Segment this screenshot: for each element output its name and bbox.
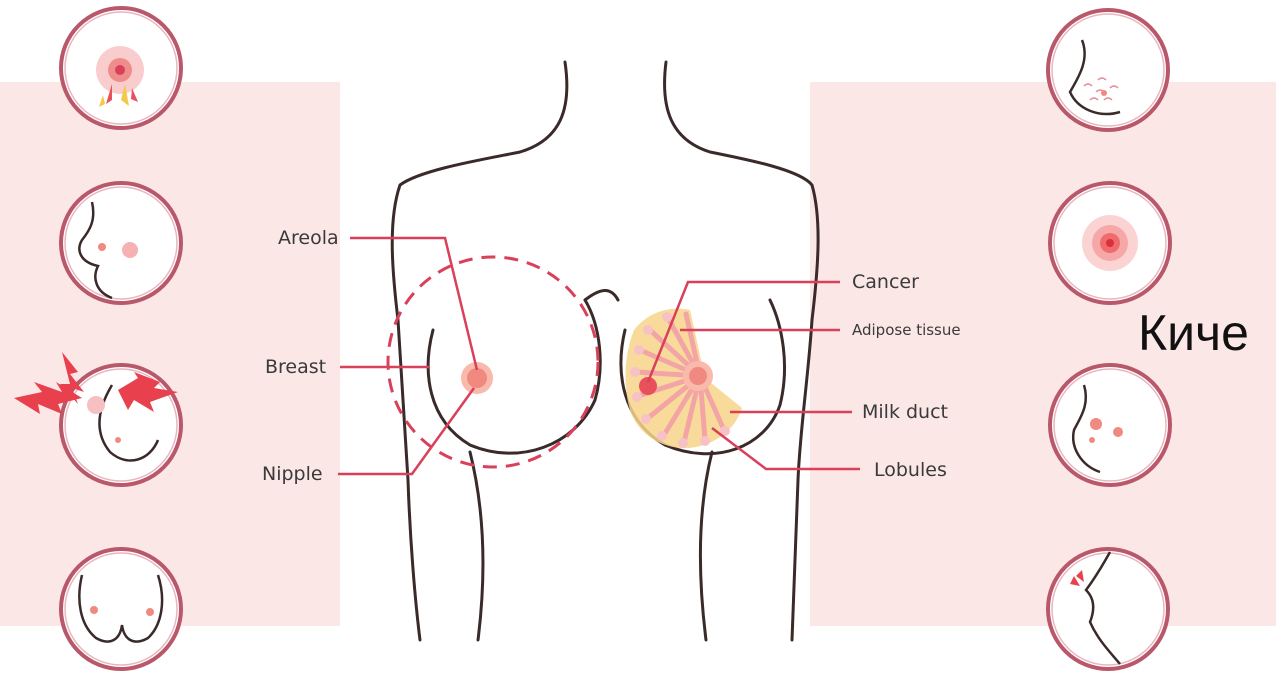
breast-dashed-circle <box>388 257 598 467</box>
label-areola: Areola <box>278 227 339 249</box>
label-breast: Breast <box>265 356 326 378</box>
label-adipose-tissue: Adipose tissue <box>852 321 961 339</box>
breast-side-lump-icon <box>61 183 181 303</box>
nipple-discharge-icon <box>61 8 181 128</box>
breast-asymmetry-icon <box>61 549 181 669</box>
label-nipple: Nipple <box>262 463 323 485</box>
torso-outline <box>392 62 818 640</box>
label-cancer: Cancer <box>852 271 919 293</box>
label-lobules: Lobules <box>874 459 947 481</box>
nipple-redness-icon <box>1050 183 1170 303</box>
overlay-text: Киче <box>1138 308 1249 358</box>
label-milk-duct: Milk duct <box>862 401 948 423</box>
multiple-lumps-icon <box>1050 365 1170 485</box>
skin-dimpling-icon <box>1048 10 1168 130</box>
nipple-retraction-icon <box>1048 549 1168 669</box>
breast-pain-icon <box>14 352 181 485</box>
leader-lines-left <box>338 238 477 474</box>
